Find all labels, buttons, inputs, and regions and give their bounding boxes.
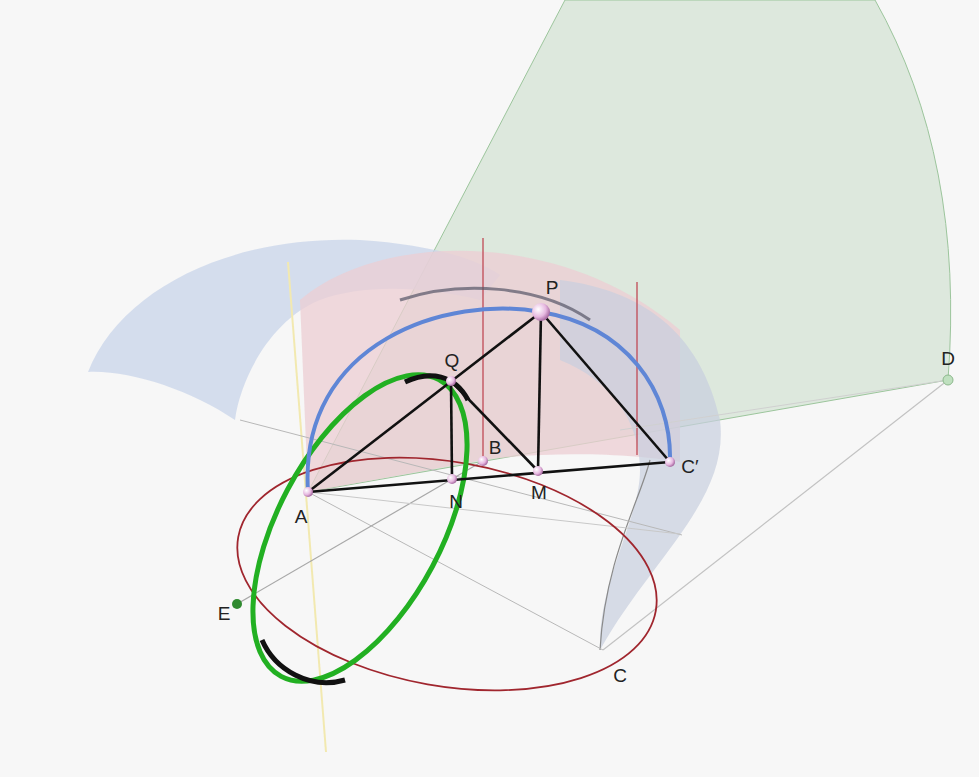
point-label: A <box>295 507 308 526</box>
point-marker <box>446 376 456 386</box>
point-label: M <box>531 483 547 502</box>
point-label: Q <box>445 351 460 370</box>
point-marker <box>447 474 457 484</box>
point-marker <box>303 487 313 497</box>
point-label: P <box>546 278 559 297</box>
segment <box>451 381 538 471</box>
point-marker <box>943 375 953 385</box>
point-label: E <box>218 604 231 623</box>
segment <box>308 312 541 492</box>
segment <box>308 462 670 492</box>
point-label: D <box>941 349 955 368</box>
segments <box>308 312 670 492</box>
point-label: N <box>449 492 463 511</box>
segment <box>538 312 541 471</box>
construction-line <box>620 380 948 430</box>
construction-line <box>603 380 948 650</box>
cylinder-line <box>636 282 637 455</box>
semicircle <box>308 309 671 492</box>
cylinder-line <box>482 238 483 458</box>
section-arc <box>262 640 345 683</box>
point-label: C <box>613 666 627 685</box>
point-marker <box>532 303 550 321</box>
segment <box>541 312 670 462</box>
segment <box>451 381 452 479</box>
point-marker <box>478 456 488 466</box>
point-label: C′ <box>681 457 698 476</box>
point-label: B <box>489 438 502 457</box>
surface-edge <box>600 460 650 650</box>
point-marker <box>665 457 675 467</box>
point-marker <box>232 599 242 609</box>
construction-line <box>308 492 680 534</box>
point-marker <box>533 466 543 476</box>
